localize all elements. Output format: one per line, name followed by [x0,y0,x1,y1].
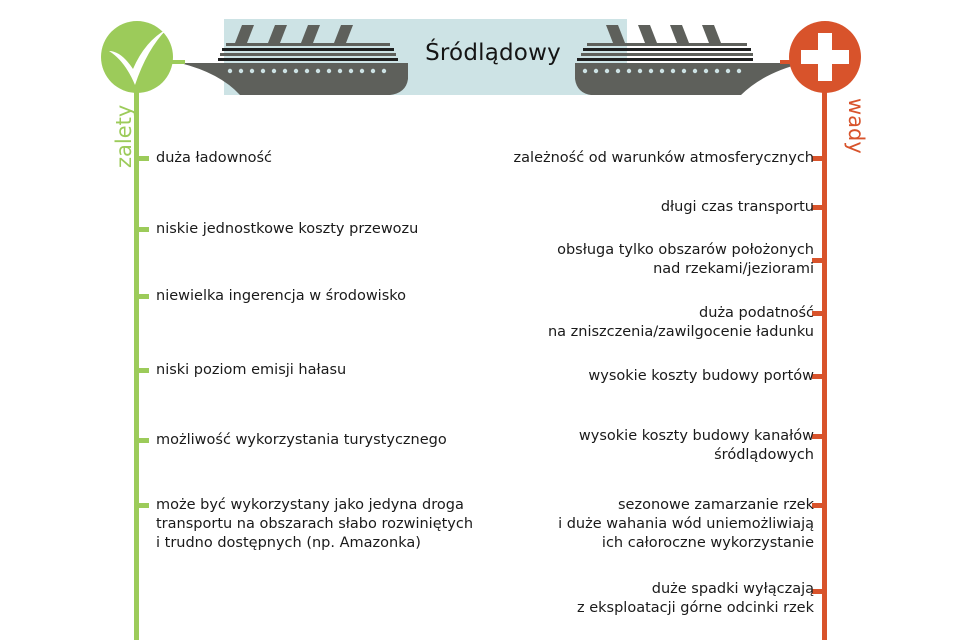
cons-label: wady [844,98,868,154]
con-tick [812,434,822,439]
con-tick [812,258,822,263]
con-item: sezonowe zamarzanie rzek i duże wahania … [558,497,814,551]
con-tick [812,311,822,316]
con-tick [812,156,822,161]
con-item: duża podatność na zniszczenia/zawilgocen… [547,305,814,340]
pro-item: niewielka ingerencja w środowisko [156,288,407,304]
cons-badge [789,21,861,93]
pro-tick [139,438,149,443]
pro-item: niski poziom emisji hałasu [156,362,347,378]
con-item: obsługa tylko obszarów położonych nad rz… [557,242,814,277]
plus-icon [801,33,849,81]
con-tick [812,374,822,379]
con-item: wysokie koszty budowy portów [588,368,814,384]
checkmark-icon [109,29,167,85]
pros-badge [101,21,173,93]
pro-item: niskie jednostkowe koszty przewozu [156,221,419,237]
pro-tick [139,227,149,232]
pro-tick [139,156,149,161]
pro-tick [139,503,149,508]
con-tick [812,589,822,594]
pros-label: zalety [112,104,136,168]
con-item: zależność od warunków atmosferycznych [513,150,814,166]
con-tick [812,503,822,508]
con-item: duże spadki wyłączają z eksploatacji gór… [577,581,814,616]
pro-item: może być wykorzystany jako jedyna droga … [156,497,474,551]
page-title: Śródlądowy [425,40,561,66]
con-item: długi czas transportu [660,199,814,215]
pros-timeline [134,80,139,640]
pro-item: duża ładowność [156,150,273,166]
pro-tick [139,368,149,373]
con-tick [812,205,822,210]
ship-left-icon [180,25,408,95]
pro-connector [165,60,185,64]
con-item: wysokie koszty budowy kanałów śródlądowy… [578,428,814,463]
cons-timeline [822,80,827,640]
ship-right-icon [575,25,803,95]
pro-item: możliwość wykorzystania turystycznego [156,432,447,448]
pro-tick [139,294,149,299]
